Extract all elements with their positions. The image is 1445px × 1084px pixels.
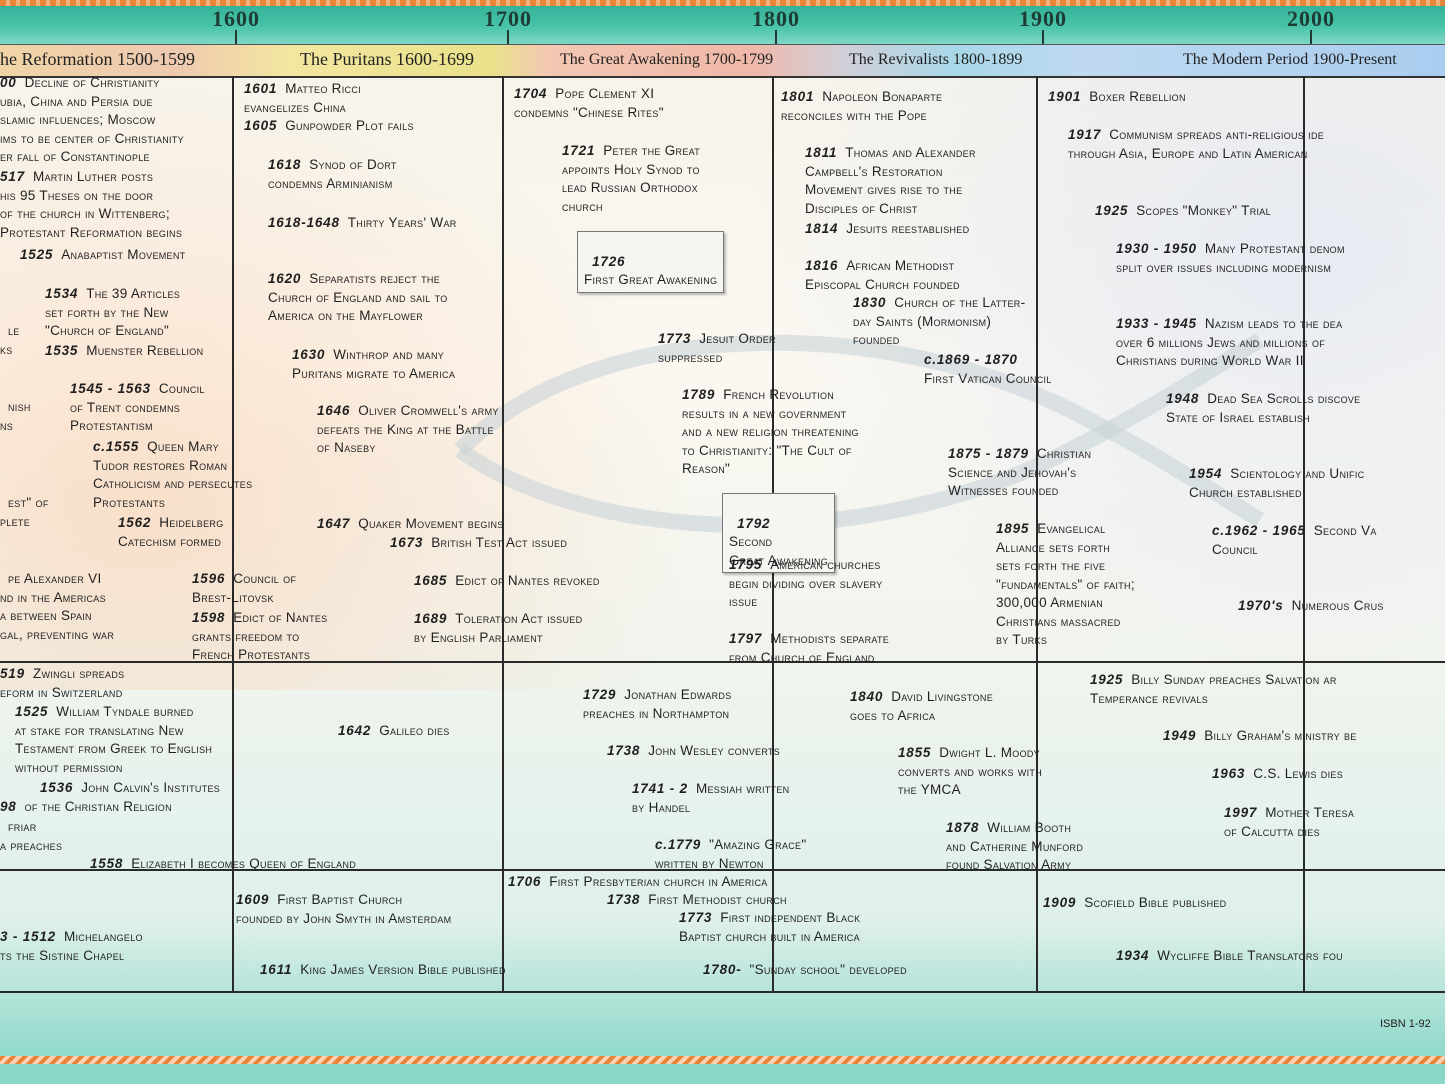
century-header-bar (0, 0, 1445, 44)
year-label-1900: 1900 (1019, 6, 1067, 31)
event-fragment-nish-ns: nish ns (0, 399, 31, 433)
year-label-1600: 1600 (212, 6, 260, 31)
year-label-2000: 2000 (1287, 6, 1335, 31)
event-fragment-est-of: est" of plete (0, 495, 49, 529)
era-bar: he Reformation 1500-1599 The Puritans 16… (0, 44, 1445, 78)
era-revivalists: The Revivalists 1800-1899 (849, 51, 1023, 68)
year-label-1700: 1700 (484, 6, 532, 31)
era-puritans: The Puritans 1600-1699 (300, 49, 474, 69)
era-modern-period: The Modern Period 1900-Present (1183, 51, 1397, 68)
event-fragment-friar: friar a preaches (0, 819, 63, 853)
era-reformation: he Reformation 1500-1599 (0, 49, 195, 69)
bottom-border (0, 1056, 1445, 1084)
isbn-label: ISBN 1-92 (1380, 1018, 1431, 1030)
event-pope-alexander-vi: pe Alexander VI nd in the Americas a bet… (0, 571, 115, 642)
event-fragment-le-ks: le ks (0, 323, 20, 357)
event-sunday-school: 1780-"Sunday school" developed (703, 962, 907, 977)
event-amazing-grace: c.1779"Amazing Grace" written by Newton (655, 837, 807, 871)
year-label-1800: 1800 (752, 6, 800, 31)
event-first-vatican-council: c.1869 - 1870 First Vatican Council (924, 352, 1052, 386)
era-great-awakening: The Great Awakening 1700-1799 (560, 51, 774, 68)
